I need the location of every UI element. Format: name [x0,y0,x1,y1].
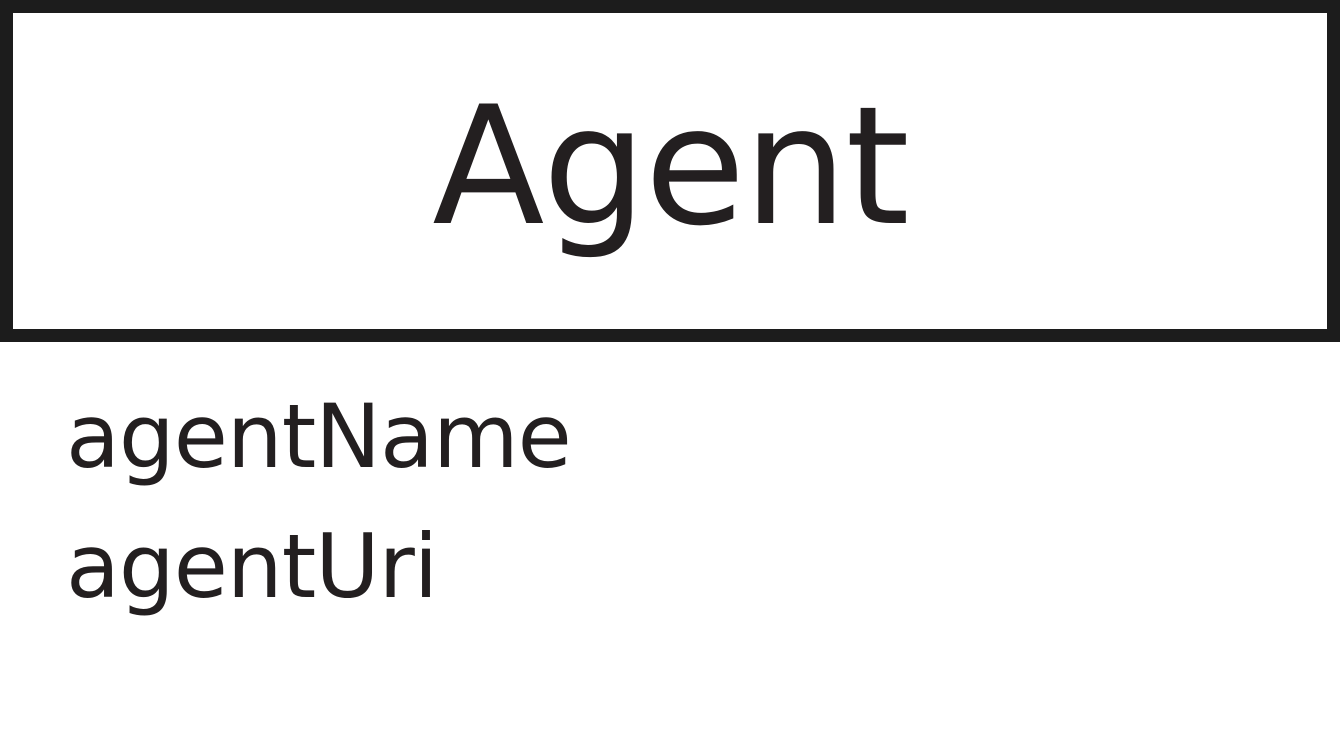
attribute-list: agentName agentUri [66,372,1266,632]
class-header-box: Agent [0,0,1340,342]
class-name: Agent [432,71,909,262]
attribute-agent-uri: agentUri [66,515,438,618]
attribute-agent-name: agentName [66,385,572,488]
